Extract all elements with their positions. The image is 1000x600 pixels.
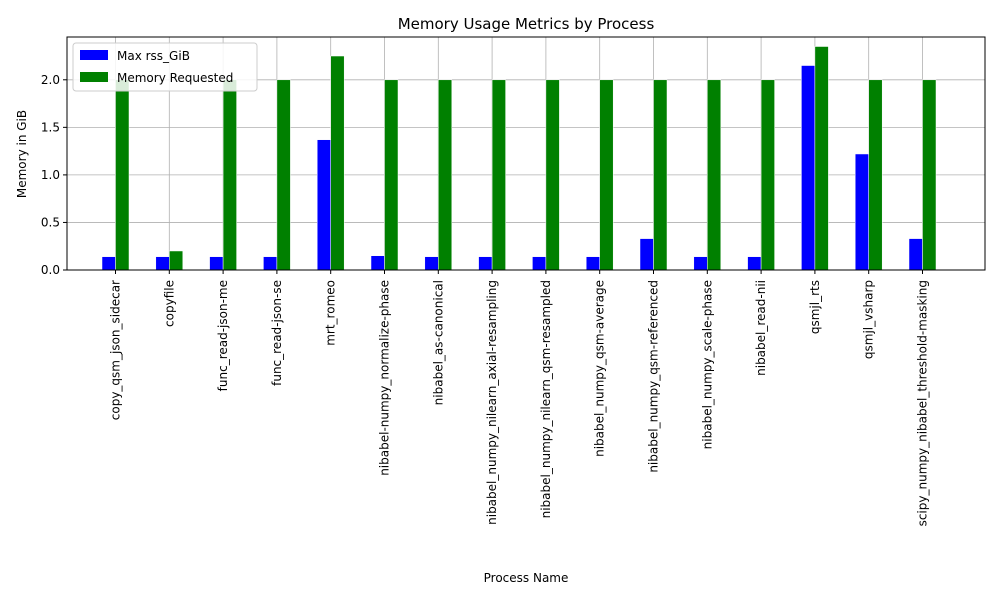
bar-memory-requested: [115, 79, 130, 271]
x-tick-label: nibabel_as-canonical: [431, 280, 445, 405]
legend-label-max-rss: Max rss_GiB: [117, 49, 190, 63]
bar-max-rss: [370, 255, 385, 271]
y-tick-label: 1.5: [41, 120, 60, 134]
bar-max-rss: [478, 256, 493, 271]
x-tick-label: nibabel-numpy_normalize-phase: [378, 280, 392, 476]
legend-frame: [72, 42, 258, 92]
x-tick-label: func_read-json-me: [216, 280, 230, 391]
bar-max-rss: [908, 238, 923, 271]
legend-swatch-max-rss: [80, 50, 108, 60]
chart-title: Memory Usage Metrics by Process: [398, 15, 655, 33]
x-tick-label: nibabel_numpy_nilearn_axial-resampling: [485, 280, 499, 525]
y-tick-label: 1.0: [41, 168, 60, 182]
bar-memory-requested: [653, 79, 668, 271]
x-tick-label: copy_qsm_json_sidecar: [109, 280, 123, 420]
bar-memory-requested: [438, 79, 453, 271]
plot-frame: [66, 36, 986, 271]
bar-memory-requested: [222, 79, 237, 271]
bar-max-rss: [747, 256, 762, 271]
legend: Max rss_GiB Memory Requested: [72, 42, 258, 92]
bar-max-rss: [155, 256, 170, 271]
bar-memory-requested: [707, 79, 722, 271]
x-tick-label: func_read-json-se: [270, 280, 284, 386]
x-tick-label: scipy_numpy_nibabel_threshold-masking: [916, 280, 930, 526]
legend-swatch-memory-requested: [80, 72, 108, 82]
bar-memory-requested: [169, 250, 184, 271]
bar-memory-requested: [384, 79, 399, 271]
bar-memory-requested: [545, 79, 560, 271]
bar-max-rss: [316, 139, 331, 271]
x-tick-label: qsmjl_rts: [808, 280, 822, 334]
x-tick-label: nibabel_numpy_qsm-referenced: [647, 280, 661, 473]
bar-max-rss: [801, 65, 816, 271]
bar-memory-requested: [599, 79, 614, 271]
bar-max-rss: [424, 256, 439, 271]
y-axis: 0.0 0.5 1.0 1.5 2.0: [41, 73, 67, 277]
y-axis-title: Memory in GiB: [15, 110, 29, 198]
bar-max-rss: [639, 238, 654, 271]
bar-max-rss: [532, 256, 547, 271]
y-tick-label: 0.0: [41, 263, 60, 277]
bar-max-rss: [585, 256, 600, 271]
x-tick-label: copyfile: [162, 280, 176, 327]
x-axis-title: Process Name: [484, 571, 569, 585]
x-tick-label: nibabel_read-nii: [754, 280, 768, 376]
y-tick-label: 2.0: [41, 73, 60, 87]
y-tick-label: 0.5: [41, 215, 60, 229]
bar-max-rss: [693, 256, 708, 271]
bar-memory-requested: [330, 55, 345, 271]
bar-memory-requested: [760, 79, 775, 271]
x-tick-label: nibabel_numpy_scale-phase: [700, 280, 714, 449]
bar-memory-requested: [868, 79, 883, 271]
legend-label-memory-requested: Memory Requested: [117, 71, 233, 85]
x-tick-label: qsmjl_vsharp: [862, 280, 876, 359]
x-tick-label: mrt_romeo: [324, 280, 338, 346]
bars: [101, 46, 937, 271]
bar-max-rss: [209, 256, 224, 271]
x-tick-label: nibabel_numpy_nilearn_qsm-resampled: [539, 280, 553, 518]
x-tick-label: nibabel_numpy_qsm-average: [593, 280, 607, 457]
bar-max-rss: [101, 256, 116, 271]
bar-memory-requested: [922, 79, 937, 271]
bar-memory-requested: [491, 79, 506, 271]
bar-memory-requested: [276, 79, 291, 271]
x-axis: copy_qsm_json_sidecar copyfile func_read-j…: [109, 270, 930, 526]
bar-memory-requested: [814, 46, 829, 271]
bar-max-rss: [854, 153, 869, 271]
bar-max-rss: [263, 256, 278, 271]
